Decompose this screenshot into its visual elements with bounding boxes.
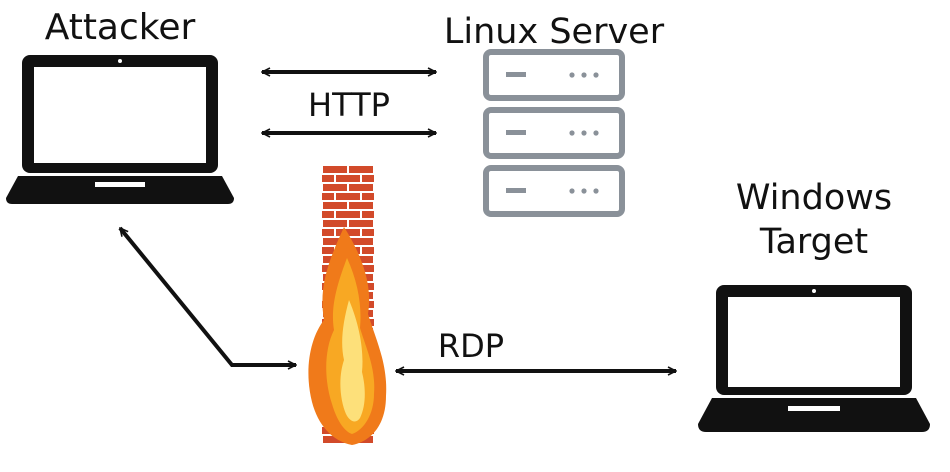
attacker-laptop-icon — [6, 55, 234, 204]
windows-target-label-line2: Target — [759, 222, 868, 262]
windows-target-label-line1: Windows — [736, 178, 892, 218]
linux-server-label: Linux Server — [444, 12, 665, 52]
server-indicator-lights — [506, 72, 599, 194]
attacker-firewall-arrow — [118, 228, 296, 365]
firewall-icon — [308, 165, 387, 445]
http-label: HTTP — [308, 86, 390, 124]
windows-target-laptop-icon — [698, 285, 930, 432]
rdp-label: RDP — [438, 327, 504, 365]
attacker-label: Attacker — [45, 7, 196, 48]
server-rack-icon — [483, 49, 625, 217]
